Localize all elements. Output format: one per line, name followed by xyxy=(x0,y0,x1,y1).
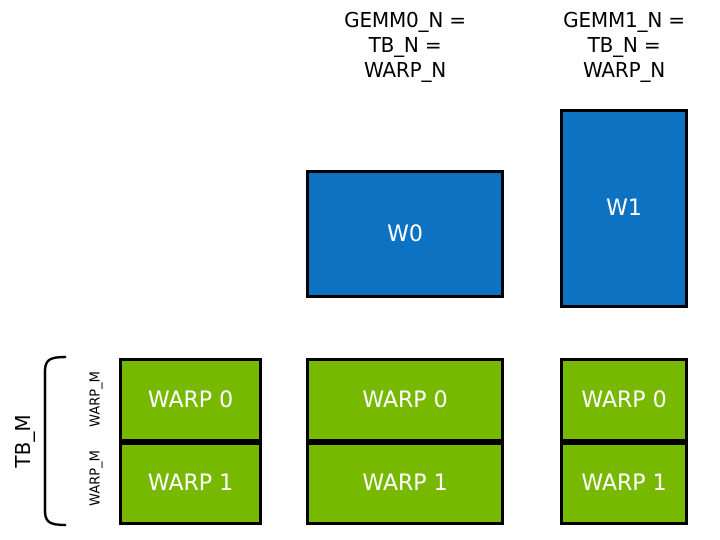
warp-tile: WARP 1 xyxy=(119,442,262,525)
warp-tile: WARP 1 xyxy=(560,442,688,525)
tb-m-bracket xyxy=(43,355,67,527)
warp-m-row0-label: WARP_M xyxy=(88,371,104,427)
warp-tile-label: WARP 1 xyxy=(147,471,234,496)
warp-tile-column-left: WARP 0 WARP 1 xyxy=(119,358,262,525)
warp-tile-column-gemm1: WARP 0 WARP 1 xyxy=(560,358,688,525)
gemm1-column-header: GEMM1_N = TB_N = WARP_N xyxy=(563,8,685,82)
warp-tile-label: WARP 1 xyxy=(581,471,667,496)
warp-tile-label: WARP 0 xyxy=(362,387,448,413)
warp-tile-label: WARP 1 xyxy=(362,471,448,496)
accumulator-tile-w0-label: W0 xyxy=(387,221,423,247)
warp-tile: WARP 0 xyxy=(306,358,504,442)
warp-tile-column-gemm0: WARP 0 WARP 1 xyxy=(306,358,504,525)
gemm0-column-header: GEMM0_N = TB_N = WARP_N xyxy=(344,8,466,82)
tb-m-axis-label: TB_M xyxy=(11,414,35,468)
accumulator-tile-w1: W1 xyxy=(560,109,688,308)
warp-m-row1-label: WARP_M xyxy=(88,450,104,506)
warp-tile-label: WARP 0 xyxy=(581,387,667,413)
warp-tile: WARP 1 xyxy=(306,442,504,525)
accumulator-tile-w0: W0 xyxy=(306,170,504,298)
warp-tile: WARP 0 xyxy=(119,358,262,442)
warp-tile: WARP 0 xyxy=(560,358,688,442)
warp-tile-label: WARP 0 xyxy=(147,387,234,413)
accumulator-tile-w1-label: W1 xyxy=(606,196,642,221)
